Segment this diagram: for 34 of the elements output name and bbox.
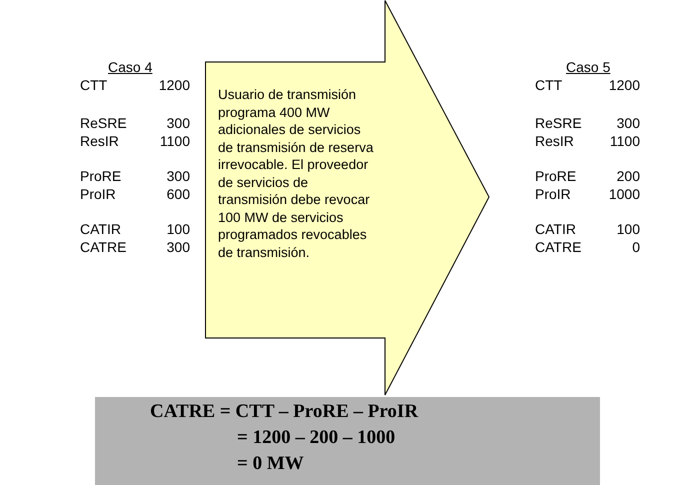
- value-text: 100: [166, 221, 190, 237]
- value-text: 300: [166, 168, 190, 184]
- arrow-text: Usuario de transmisión programa 400 MW adicionales de servicios de transmisión de reserva irrevocable. El proveedor de servicios de transmisión debe revocar 100 MW de servicios programados revocables de transmisión.: [218, 86, 374, 261]
- value-text: 300: [166, 239, 190, 255]
- variable-name: ProRE: [535, 168, 576, 184]
- variable-name: ResIR: [80, 133, 119, 149]
- value-text: 300: [166, 115, 190, 131]
- variable-name: CATIR: [535, 221, 576, 237]
- value-text: 300: [616, 115, 640, 131]
- variable-name: ProRE: [80, 168, 122, 184]
- variable-name: CTT: [80, 77, 108, 93]
- formula-line: = 0 MW: [237, 453, 304, 475]
- variable-name: ResIR: [535, 133, 574, 149]
- value-text: 0: [632, 239, 640, 255]
- value-text: 600: [166, 186, 190, 202]
- table-heading: Caso 5: [566, 59, 610, 75]
- value-text: 1000: [608, 186, 640, 202]
- formula-line: CATRE = CTT – ProRE – ProIR: [150, 401, 418, 423]
- value-text: 1100: [610, 133, 640, 149]
- value-text: 200: [616, 168, 640, 184]
- variable-name: ReSRE: [535, 115, 582, 131]
- value-text: 1200: [158, 77, 190, 93]
- value-text: 1100: [160, 133, 190, 149]
- variable-name: CATRE: [535, 239, 582, 255]
- variable-name: CATRE: [80, 239, 126, 255]
- value-text: 100: [616, 221, 640, 237]
- variable-name: ReSRE: [80, 115, 127, 131]
- variable-name: CATIR: [80, 221, 121, 237]
- variable-name: CTT: [535, 77, 562, 93]
- formula-line: = 1200 – 200 – 1000: [237, 427, 396, 449]
- table-heading: Caso 4: [108, 59, 152, 75]
- variable-name: ProIR: [535, 186, 571, 202]
- variable-name: ProIR: [80, 186, 116, 202]
- value-text: 1200: [608, 77, 640, 93]
